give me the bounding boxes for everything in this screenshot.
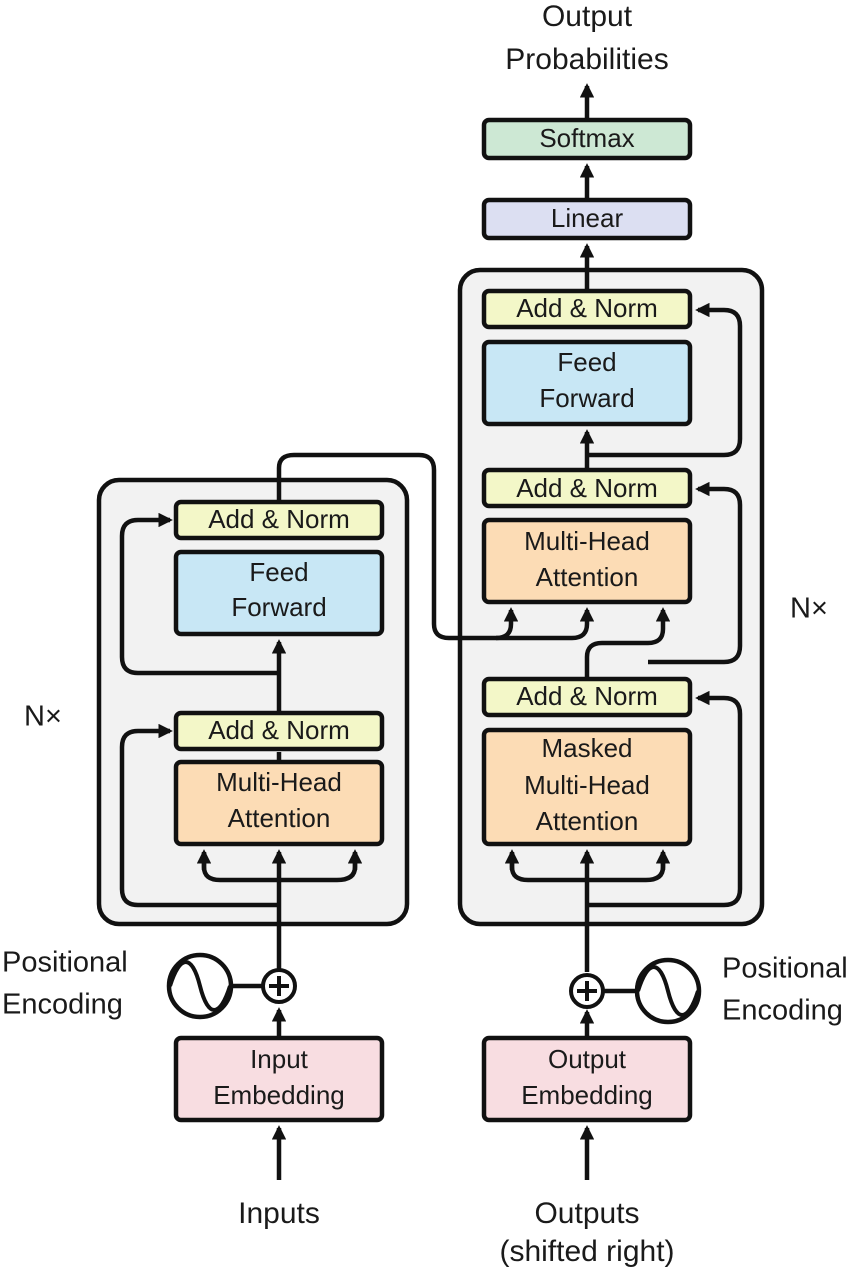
decoder-addnorm-to-mha	[584, 607, 671, 679]
decoder-masked-line1: Masked	[541, 733, 632, 763]
decoder-feed-forward-box	[481, 339, 693, 427]
decoder-residual-3	[587, 302, 743, 458]
input-embedding-line2: Embedding	[213, 1080, 345, 1110]
encoder-add-norm-top-label: Add & Norm	[208, 504, 350, 534]
decoder-add-norm-top-label: Add & Norm	[516, 293, 658, 323]
decoder-add-norm-bottom-label: Add & Norm	[516, 681, 658, 711]
encoder-nx-label: N×	[24, 701, 62, 733]
linear-label: Linear	[551, 203, 624, 233]
encoder-attention-branches	[201, 853, 358, 883]
encoder-ff-line2: Forward	[231, 592, 326, 622]
plus-circle-icon	[261, 968, 297, 1004]
pos-enc-left-line2: Encoding	[2, 989, 123, 1021]
decoder-masked-branches	[509, 853, 666, 883]
decoder-ff-line1: Feed	[557, 347, 616, 377]
encoder-feed-forward-box	[173, 549, 385, 637]
decoder-masked-attention-box	[481, 727, 693, 847]
plus-circle-icon	[569, 973, 605, 1009]
encoder-add-norm-bottom-label: Add & Norm	[208, 715, 350, 745]
pos-enc-left-line1: Positional	[2, 947, 128, 979]
encoder-mha-line2: Attention	[228, 803, 331, 833]
encoder-to-decoder-branch	[496, 607, 595, 641]
encoder-residual-2	[119, 512, 279, 676]
sine-wave-icon	[634, 957, 702, 1025]
sine-wave-icon	[166, 952, 234, 1020]
pos-enc-right-line2: Encoding	[722, 995, 843, 1027]
decoder-mha-line2: Attention	[536, 562, 639, 592]
decoder-multi-head-attention-box	[481, 517, 693, 605]
output-embedding-line1: Output	[548, 1044, 627, 1074]
encoder-residual-1	[119, 723, 279, 908]
decoder-residual-1	[587, 690, 743, 908]
outputs-label-line2: (shifted right)	[499, 1235, 674, 1268]
output-probabilities-title-line2: Probabilities	[505, 43, 668, 76]
output-embedding-line2: Embedding	[521, 1080, 653, 1110]
decoder-residual-2	[648, 481, 743, 665]
outputs-label-line1: Outputs	[534, 1197, 639, 1230]
decoder-masked-line2: Multi-Head	[524, 770, 650, 800]
input-embedding-line1: Input	[250, 1044, 309, 1074]
encoder-ff-line1: Feed	[249, 557, 308, 587]
encoder-panel	[96, 477, 410, 927]
decoder-nx-label: N×	[790, 593, 828, 625]
inputs-label: Inputs	[238, 1197, 320, 1230]
encoder-mha-line1: Multi-Head	[216, 767, 342, 797]
pos-enc-right-line1: Positional	[722, 953, 848, 985]
decoder-mha-line1: Multi-Head	[524, 526, 650, 556]
decoder-ff-line2: Forward	[539, 383, 634, 413]
decoder-add-norm-mid-label: Add & Norm	[516, 473, 658, 503]
decoder-masked-line3: Attention	[536, 806, 639, 836]
output-probabilities-title-line1: Output	[542, 0, 633, 33]
softmax-label: Softmax	[539, 123, 634, 153]
